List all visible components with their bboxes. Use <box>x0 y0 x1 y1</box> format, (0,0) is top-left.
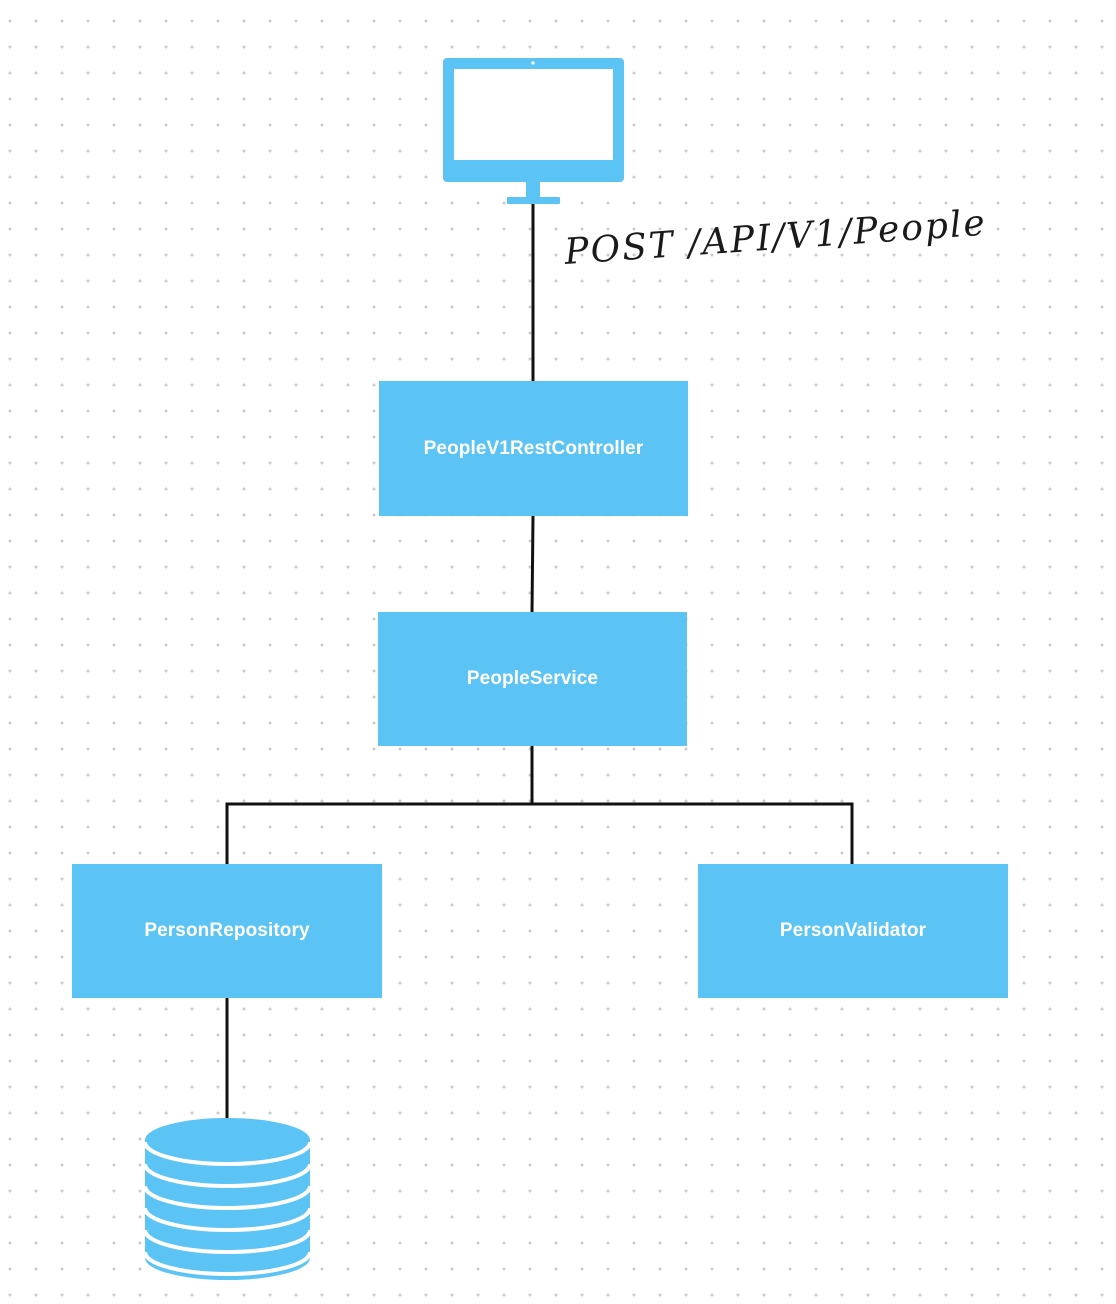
database-icon[interactable] <box>143 1118 312 1280</box>
node-validator-label: PersonValidator <box>779 920 927 941</box>
connectors <box>225 200 854 1118</box>
node-repository[interactable]: PersonRepository <box>72 864 382 998</box>
connector-controller-service[interactable] <box>530 515 535 613</box>
node-repository-label: PersonRepository <box>144 920 310 941</box>
connector-branch-horizontal[interactable] <box>225 802 854 864</box>
node-controller-label: PeopleV1RestController <box>423 437 644 459</box>
node-service[interactable]: PeopleService <box>378 612 687 746</box>
node-controller[interactable]: PeopleV1RestController <box>379 381 688 516</box>
node-service-label: PeopleService <box>466 668 599 689</box>
monitor-icon[interactable] <box>443 58 624 204</box>
node-validator[interactable]: PersonValidator <box>698 864 1008 998</box>
